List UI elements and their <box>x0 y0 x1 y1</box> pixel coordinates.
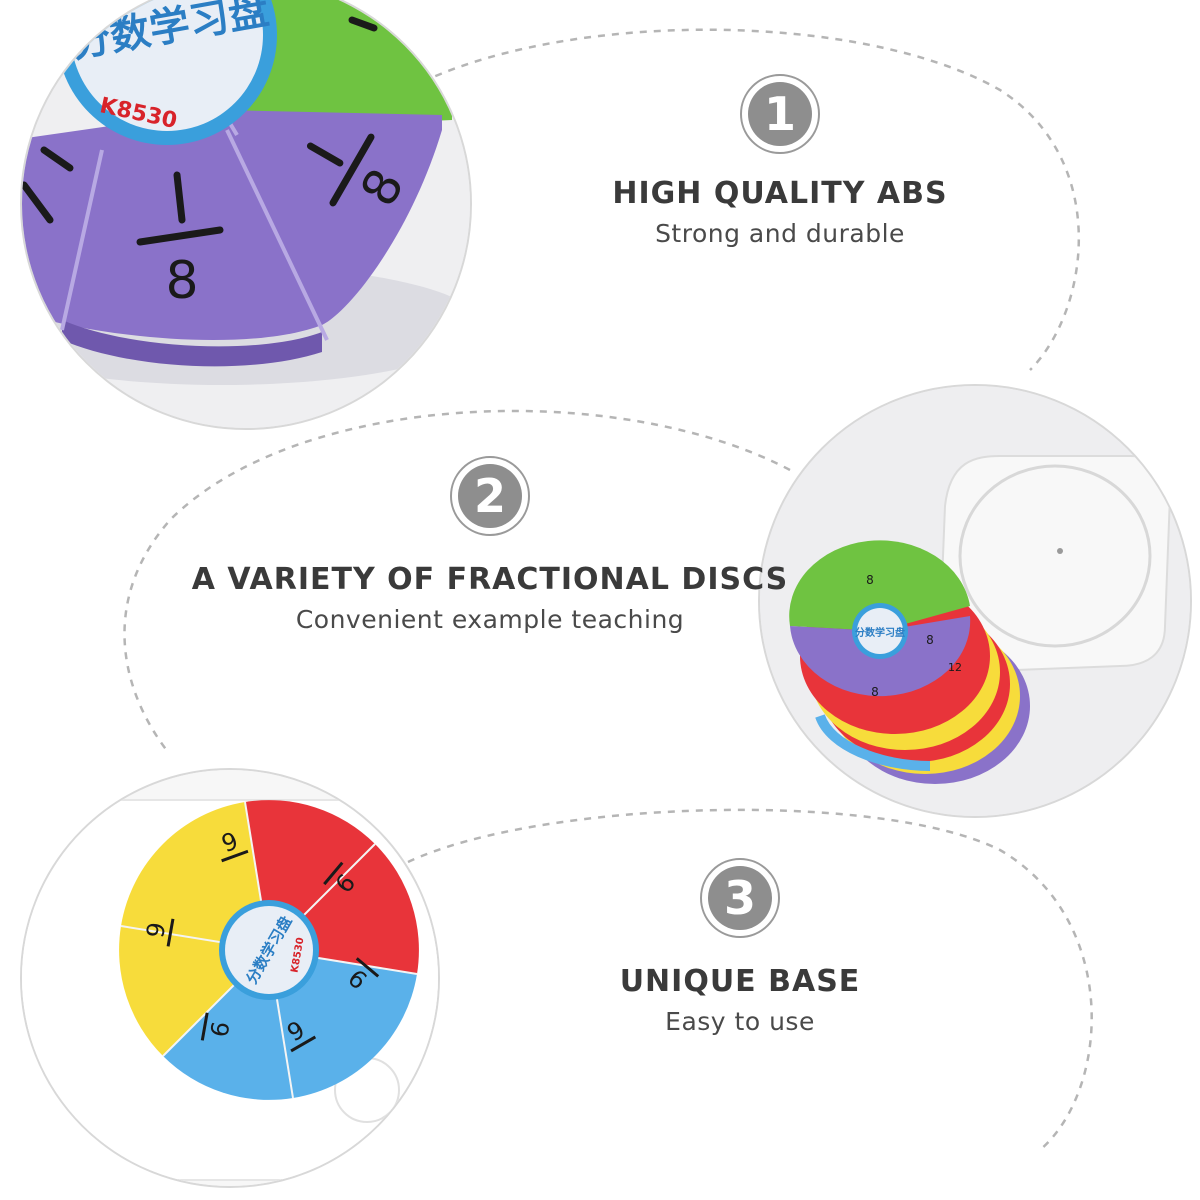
badge-number: 3 <box>708 866 772 930</box>
fraction-denominator: 6 <box>205 1019 235 1039</box>
photo-disc-stack-and-base: 分数学习盘 8 8 8 12 <box>758 384 1192 818</box>
fraction-denominator: 6 <box>140 920 170 940</box>
fraction-denominator: 8 <box>165 251 198 311</box>
white-base-stand <box>938 455 1172 673</box>
top-fraction-disc: 分数学习盘 8 8 8 12 <box>789 540 971 699</box>
feature-subtitle: Convenient example teaching <box>295 605 685 634</box>
feature-unique-base: 3 UNIQUE BASE Easy to use <box>540 858 940 1036</box>
fraction-denominator-twelfth: 12 <box>948 661 962 674</box>
number-badge: 3 <box>700 858 780 938</box>
feature-subtitle: Easy to use <box>665 1007 815 1036</box>
badge-number: 1 <box>748 82 812 146</box>
disc-chinese-title: 分数学习盘 <box>855 626 905 639</box>
badge-number: 2 <box>458 464 522 528</box>
feature-high-quality-abs: 1 HIGH QUALITY ABS Strong and durable <box>560 74 1000 248</box>
feature-title: A VARIETY OF FRACTIONAL DISCS <box>191 562 789 597</box>
sixths-disc: 6 6 6 6 6 <box>119 800 419 1100</box>
feature-title: HIGH QUALITY ABS <box>612 176 948 211</box>
photo-sixths-disc-top-view: 6 6 6 6 6 <box>20 768 440 1188</box>
feature-title: UNIQUE BASE <box>619 964 861 999</box>
number-badge: 2 <box>450 456 530 536</box>
dashed-curve-bottom <box>407 808 1093 1151</box>
photo-purple-eighths-closeup: 8 8 分数学习盘 K8530 <box>20 0 472 430</box>
fraction-one-eighth: 8 <box>136 171 224 311</box>
fraction-denominator: 8 <box>866 573 874 587</box>
fraction-denominator: 8 <box>871 685 879 699</box>
feature-subtitle: Strong and durable <box>655 219 905 248</box>
feature-fractional-discs: 2 A VARIETY OF FRACTIONAL DISCS Convenie… <box>180 456 800 634</box>
fraction-denominator: 8 <box>926 633 934 647</box>
number-badge: 1 <box>740 74 820 154</box>
